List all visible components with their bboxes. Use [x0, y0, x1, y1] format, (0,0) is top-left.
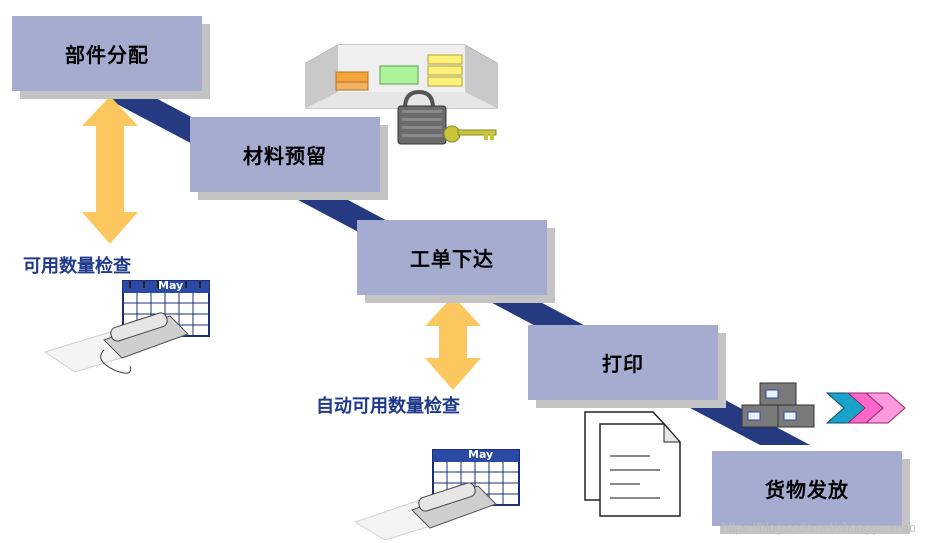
step-print: 打印 [528, 325, 718, 400]
step-material-reservation: 材料预留 [190, 117, 380, 192]
availability-check-label: 可用数量检查 [23, 256, 131, 277]
watermark: https://blog.csdn.net/zhongguomao [721, 521, 916, 535]
step-label: 部件分配 [65, 43, 149, 67]
step-label: 材料预留 [243, 144, 327, 168]
calendar-month-label: May [158, 279, 184, 292]
step-label: 工单下达 [410, 247, 494, 271]
calendar-month-label-2: May [468, 448, 494, 461]
step-label: 打印 [602, 352, 644, 376]
step-goods-issue: 货物发放 [712, 451, 902, 526]
warehouse-lock-icon [305, 44, 498, 145]
auto-availability-check-arrow [425, 296, 481, 390]
step-label: 货物发放 [765, 478, 849, 502]
forward-chevrons-icon [825, 392, 906, 424]
boxes-icon [741, 382, 815, 428]
calendar-phone-icon [43, 280, 210, 374]
calendar-phone-icon-2 [353, 449, 520, 541]
availability-check-arrow [82, 96, 138, 244]
auto-availability-check-label: 自动可用数量检查 [316, 396, 460, 417]
step-component-allocation: 部件分配 [12, 16, 202, 91]
step-work-order-release: 工单下达 [357, 220, 547, 295]
documents-icon [584, 411, 682, 517]
